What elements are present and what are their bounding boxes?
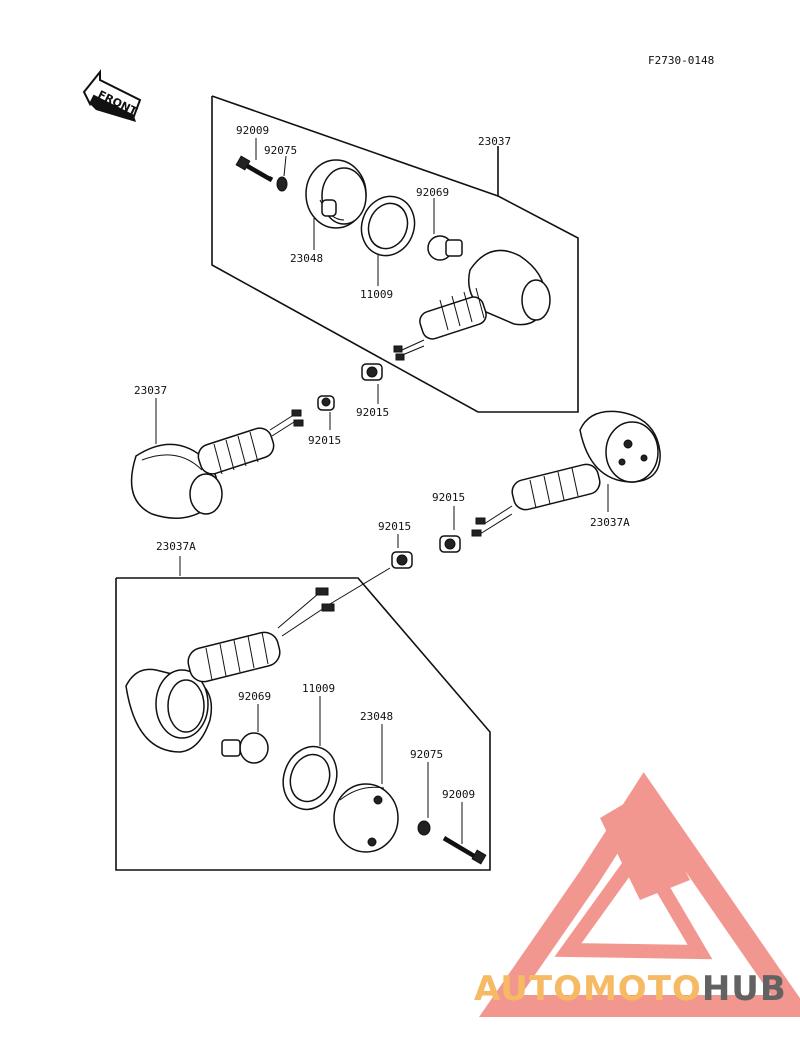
label-92015-upper: 92015 — [356, 406, 389, 419]
washer-92075-lower — [417, 820, 431, 836]
lens-cap-23048-lower — [333, 783, 399, 853]
gasket-11009-upper — [360, 195, 416, 257]
grommet-92015-lower — [391, 551, 413, 569]
label-23048-upper: 23048 — [290, 252, 323, 265]
lens-cap-23048-upper — [305, 159, 367, 229]
label-92009-lower: 92009 — [442, 788, 475, 801]
bulb-92069-lower — [221, 732, 269, 764]
label-92069-upper: 92069 — [416, 186, 449, 199]
label-92075-lower: 92075 — [410, 748, 443, 761]
label-23037A-right: 23037A — [590, 516, 630, 529]
lower-assembly-outline — [115, 577, 491, 871]
svg-text:AUTOMOTOHUB: AUTOMOTOHUB — [474, 969, 787, 1009]
label-23037-left: 23037 — [134, 384, 167, 397]
ref-code: F2730-0148 — [648, 54, 714, 67]
automotohub-logo: AUTOMOTOHUB — [474, 772, 800, 1017]
label-23048-lower: 23048 — [360, 710, 393, 723]
washer-92075-upper — [276, 176, 288, 192]
label-23037-upper: 23037 — [478, 135, 511, 148]
label-11009-lower: 11009 — [302, 682, 335, 695]
label-92009-upper: 92009 — [236, 124, 269, 137]
bulb-92069-upper — [427, 235, 463, 261]
label-92069-lower: 92069 — [238, 690, 271, 703]
screw-92009-lower — [442, 835, 487, 865]
label-92075-upper: 92075 — [264, 144, 297, 157]
screw-92009-upper — [235, 155, 274, 183]
label-11009-upper: 11009 — [360, 288, 393, 301]
label-92015-left: 92015 — [308, 434, 341, 447]
front-arrow-icon: FRONT — [82, 69, 142, 122]
turn-signal-23037-upper — [393, 249, 551, 361]
gasket-11009-lower — [282, 745, 338, 811]
grommet-92015-left — [317, 395, 335, 411]
label-92015-lower: 92015 — [378, 520, 411, 533]
turn-signal-23037A-right — [471, 410, 661, 537]
label-92015-right: 92015 — [432, 491, 465, 504]
logo-text-hub: HUB — [702, 969, 787, 1009]
label-23037A-lower: 23037A — [156, 540, 196, 553]
grommet-92015-upper — [361, 363, 383, 381]
grommet-92015-right — [439, 535, 461, 553]
turn-signal-23037A-lower — [125, 587, 335, 753]
turn-signal-23037-left — [130, 409, 304, 519]
logo-text-automoto: AUTOMOTO — [474, 969, 702, 1009]
